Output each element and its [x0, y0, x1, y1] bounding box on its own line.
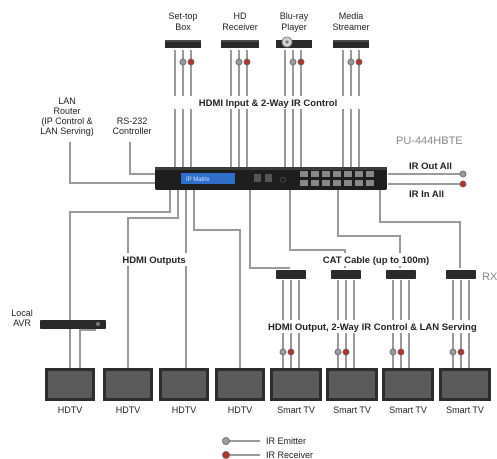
display-tv-icon: [270, 368, 322, 401]
ir-in-all-receiver: [459, 180, 467, 188]
local-avr-label-1: Local: [11, 308, 33, 318]
lan-router-label-2: Router: [53, 106, 80, 116]
source-set-top-box: [165, 40, 201, 48]
source-media-streamer: [333, 40, 369, 48]
local-avr-device: [40, 320, 106, 329]
lan-router-label-1: LAN: [58, 96, 76, 106]
source-ir-nodes: [179, 58, 363, 66]
hdmi-input-label-bg: [160, 96, 376, 109]
display-label: HDTV: [228, 405, 253, 415]
source-blu-ray-player: [276, 36, 312, 48]
matrix-button: [265, 174, 272, 182]
rx-receivers: [276, 270, 476, 279]
hdmi-outputs-label-bg: [98, 253, 210, 266]
display-tv-icon: [159, 368, 209, 401]
source-label-4b: Streamer: [332, 22, 369, 32]
legend-receiver-icon: [222, 451, 230, 459]
matrix-brand-mark: ⬡: [280, 176, 286, 184]
rs232-label-2: Controller: [112, 126, 151, 136]
display-tv-icon: [215, 368, 265, 401]
source-label-2a: HD: [234, 11, 247, 21]
display-tv-icon: [326, 368, 378, 401]
matrix-unit: IP Matrix ⬡: [155, 167, 387, 190]
lcd-display: [181, 173, 235, 184]
hdmi-output-ir-label-bg: [266, 320, 497, 333]
source-label-2b: Receiver: [222, 22, 258, 32]
display-label: HDTV: [116, 405, 141, 415]
source-label-3a: Blu-ray: [280, 11, 309, 21]
model-label: PU-444HBTE: [396, 135, 463, 147]
cat-cable-label: CAT Cable (up to 100m): [323, 255, 429, 266]
source-label-3b: Player: [281, 22, 307, 32]
rx-ir-nodes: [279, 348, 465, 356]
source-label-4a: Media: [339, 11, 364, 21]
lan-router-label-4: LAN Serving): [40, 126, 94, 136]
ir-in-all-label: IR In All: [409, 189, 444, 200]
display-label: Smart TV: [446, 405, 484, 415]
display-label: Smart TV: [333, 405, 371, 415]
lan-router-label-3: (IP Control &: [41, 116, 92, 126]
legend-emitter-icon: [222, 437, 230, 445]
display-tv-icon: [382, 368, 434, 401]
legend-emitter-label: IR Emitter: [266, 436, 306, 446]
cat-cable-label-bg: [308, 253, 444, 266]
hdmi-outputs-label: HDMI Outputs: [122, 255, 185, 266]
hdmi-output-ir-label: HDMI Output, 2-Way IR Control & LAN Serv…: [268, 322, 477, 333]
rs232-label-1: RS-232: [117, 116, 148, 126]
rx-label: RX: [482, 271, 497, 283]
display-tv-icon: [103, 368, 153, 401]
legend-receiver-label: IR Receiver: [266, 450, 313, 459]
hdmi-input-label: HDMI Input & 2-Way IR Control: [199, 98, 337, 109]
source-label-1b: Box: [175, 22, 191, 32]
matrix-button-grid: [300, 171, 374, 186]
local-avr-label-2: AVR: [13, 318, 31, 328]
lcd-text: IP Matrix: [186, 177, 210, 183]
display-label: Smart TV: [389, 405, 427, 415]
display-label: HDTV: [172, 405, 197, 415]
legend: IR Emitter IR Receiver: [222, 436, 313, 459]
matrix-button: [254, 174, 261, 182]
source-hd-receiver: [221, 40, 259, 48]
display-row: [45, 368, 491, 401]
display-tv-icon: [45, 368, 95, 401]
display-tv-icon: [439, 368, 491, 401]
source-label-1a: Set-top: [168, 11, 197, 21]
display-label: Smart TV: [277, 405, 315, 415]
ir-out-all-label: IR Out All: [409, 161, 452, 172]
ir-out-all-emitter: [459, 170, 467, 178]
display-label: HDTV: [58, 405, 83, 415]
